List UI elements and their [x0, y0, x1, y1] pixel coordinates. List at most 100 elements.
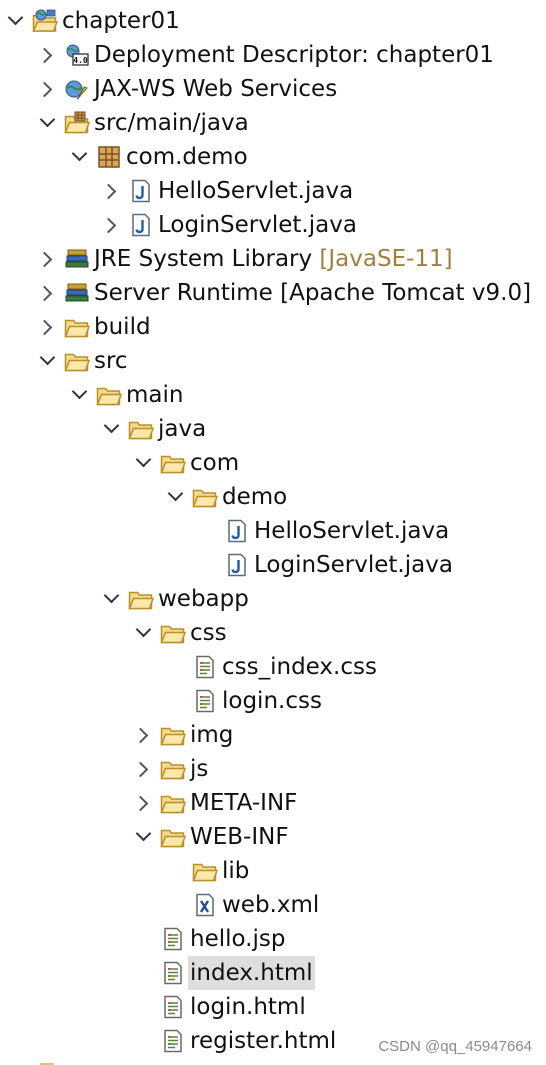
java-file-icon [128, 213, 154, 237]
tree-item-text: META-INF [190, 790, 298, 816]
chevron-right-icon[interactable] [100, 174, 124, 208]
chevron-right-icon[interactable] [36, 38, 60, 72]
deployment-descriptor-icon: 4.0 [64, 43, 90, 67]
tree-item-decoration: [JavaSE-11] [319, 246, 453, 272]
chevron-right-icon[interactable] [36, 276, 60, 310]
chevron-down-icon[interactable] [68, 378, 92, 412]
tree-item[interactable]: java [0, 412, 546, 446]
tree-item[interactable]: demo [0, 480, 546, 514]
tree-item[interactable]: login.html [0, 990, 546, 1024]
text-file-icon [160, 1029, 186, 1053]
tree-item[interactable]: Server Runtime [Apache Tomcat v9.0] [0, 276, 546, 310]
chevron-down-icon[interactable] [132, 446, 156, 480]
chevron-down-icon[interactable] [100, 582, 124, 616]
text-file-icon [160, 927, 186, 951]
web-project-icon [32, 9, 59, 33]
tree-item[interactable]: com.demo [0, 140, 546, 174]
tree-item[interactable]: META-INF [0, 786, 546, 820]
tree-item-text: js [190, 756, 209, 782]
tree-item-label: login.css [220, 684, 324, 718]
tree-item[interactable]: LoginServlet.java [0, 208, 546, 242]
tree-item[interactable]: index.html [0, 956, 546, 990]
tree-item-text: demo [222, 484, 288, 510]
chevron-right-icon[interactable] [100, 208, 124, 242]
chevron-right-icon[interactable] [36, 242, 60, 276]
folder-icon [160, 451, 187, 475]
tree-item[interactable]: register.html [0, 1024, 546, 1058]
text-file-icon [192, 689, 218, 713]
tree-item-label: Server Runtime [Apache Tomcat v9.0] [92, 276, 533, 310]
tree-item-text: JRE System Library [94, 246, 313, 272]
tree-item-text: webapp [158, 586, 249, 612]
tree-item-label: web.xml [220, 888, 321, 922]
chevron-down-icon[interactable] [68, 140, 92, 174]
svg-text:4.0: 4.0 [73, 56, 88, 65]
chevron-right-icon[interactable] [132, 718, 156, 752]
tree-item[interactable]: css_index.css [0, 650, 546, 684]
tree-item[interactable]: LoginServlet.java [0, 548, 546, 582]
tree-item[interactable]: hello.jsp [0, 922, 546, 956]
tree-item-text: main [126, 382, 184, 408]
folder-icon [128, 587, 155, 611]
chevron-right-icon[interactable] [36, 310, 60, 344]
tree-item[interactable]: js [0, 752, 546, 786]
tree-item[interactable]: HelloServlet.java [0, 174, 546, 208]
tree-item-label: css [188, 616, 229, 650]
tree-item-text: src [94, 348, 128, 374]
tree-item[interactable]: login.css [0, 684, 546, 718]
chevron-down-icon[interactable] [132, 820, 156, 854]
tree-item-text: index.html [190, 960, 313, 986]
tree-item-text: java [158, 416, 207, 442]
tree-item-text: Deployment Descriptor: chapter01 [94, 42, 494, 68]
tree-item-label: img [188, 718, 235, 752]
chevron-down-icon[interactable] [100, 412, 124, 446]
tree-item[interactable]: src [0, 344, 546, 378]
tree-item-label: JRE System Library [JavaSE-11] [92, 242, 455, 276]
tree-item[interactable]: WEB-INF [0, 820, 546, 854]
text-file-icon [160, 961, 186, 985]
chevron-down-icon[interactable] [4, 4, 28, 38]
folder-icon [96, 383, 123, 407]
web-services-icon [64, 77, 90, 101]
tree-item[interactable]: web.xml [0, 888, 546, 922]
chevron-right-icon[interactable] [132, 786, 156, 820]
tree-item[interactable]: HelloServlet.java [0, 514, 546, 548]
tree-item-label: register.html [188, 1024, 338, 1058]
tree-item-label: css_index.css [220, 650, 379, 684]
divider [40, 1063, 54, 1065]
tree-item[interactable]: lib [0, 854, 546, 888]
tree-item[interactable]: main [0, 378, 546, 412]
tree-item[interactable]: JRE System Library [JavaSE-11] [0, 242, 546, 276]
tree-item-text: HelloServlet.java [254, 518, 450, 544]
tree-item[interactable]: css [0, 616, 546, 650]
tree-item-text: img [190, 722, 234, 748]
tree-item-text: com.demo [126, 144, 248, 170]
tree-item[interactable]: JAX-WS Web Services [0, 72, 546, 106]
tree-item[interactable]: webapp [0, 582, 546, 616]
text-file-icon [160, 995, 186, 1019]
tree-item-text: chapter01 [62, 8, 180, 34]
tree-item[interactable]: chapter01 [0, 4, 546, 38]
folder-icon [160, 723, 187, 747]
tree-item-text: register.html [190, 1028, 337, 1054]
tree-item[interactable]: img [0, 718, 546, 752]
chevron-down-icon[interactable] [36, 106, 60, 140]
library-icon [64, 281, 90, 305]
tree-item[interactable]: src/main/java [0, 106, 546, 140]
project-explorer-tree: chapter01 4.0 Deployment Descriptor: chapt… [0, 4, 546, 1058]
java-file-icon [128, 179, 154, 203]
chevron-right-icon[interactable] [132, 752, 156, 786]
chevron-down-icon[interactable] [132, 616, 156, 650]
tree-item[interactable]: 4.0 Deployment Descriptor: chapter01 [0, 38, 546, 72]
tree-item-text: com [190, 450, 240, 476]
tree-item-text: css_index.css [222, 654, 377, 680]
tree-item-label: js [188, 752, 210, 786]
chevron-right-icon[interactable] [36, 72, 60, 106]
chevron-down-icon[interactable] [36, 344, 60, 378]
tree-item[interactable]: com [0, 446, 546, 480]
tree-item[interactable]: build [0, 310, 546, 344]
tree-item-text: JAX-WS Web Services [94, 76, 338, 102]
chevron-down-icon[interactable] [164, 480, 188, 514]
tree-item-label: chapter01 [60, 4, 182, 38]
library-icon [64, 247, 90, 271]
